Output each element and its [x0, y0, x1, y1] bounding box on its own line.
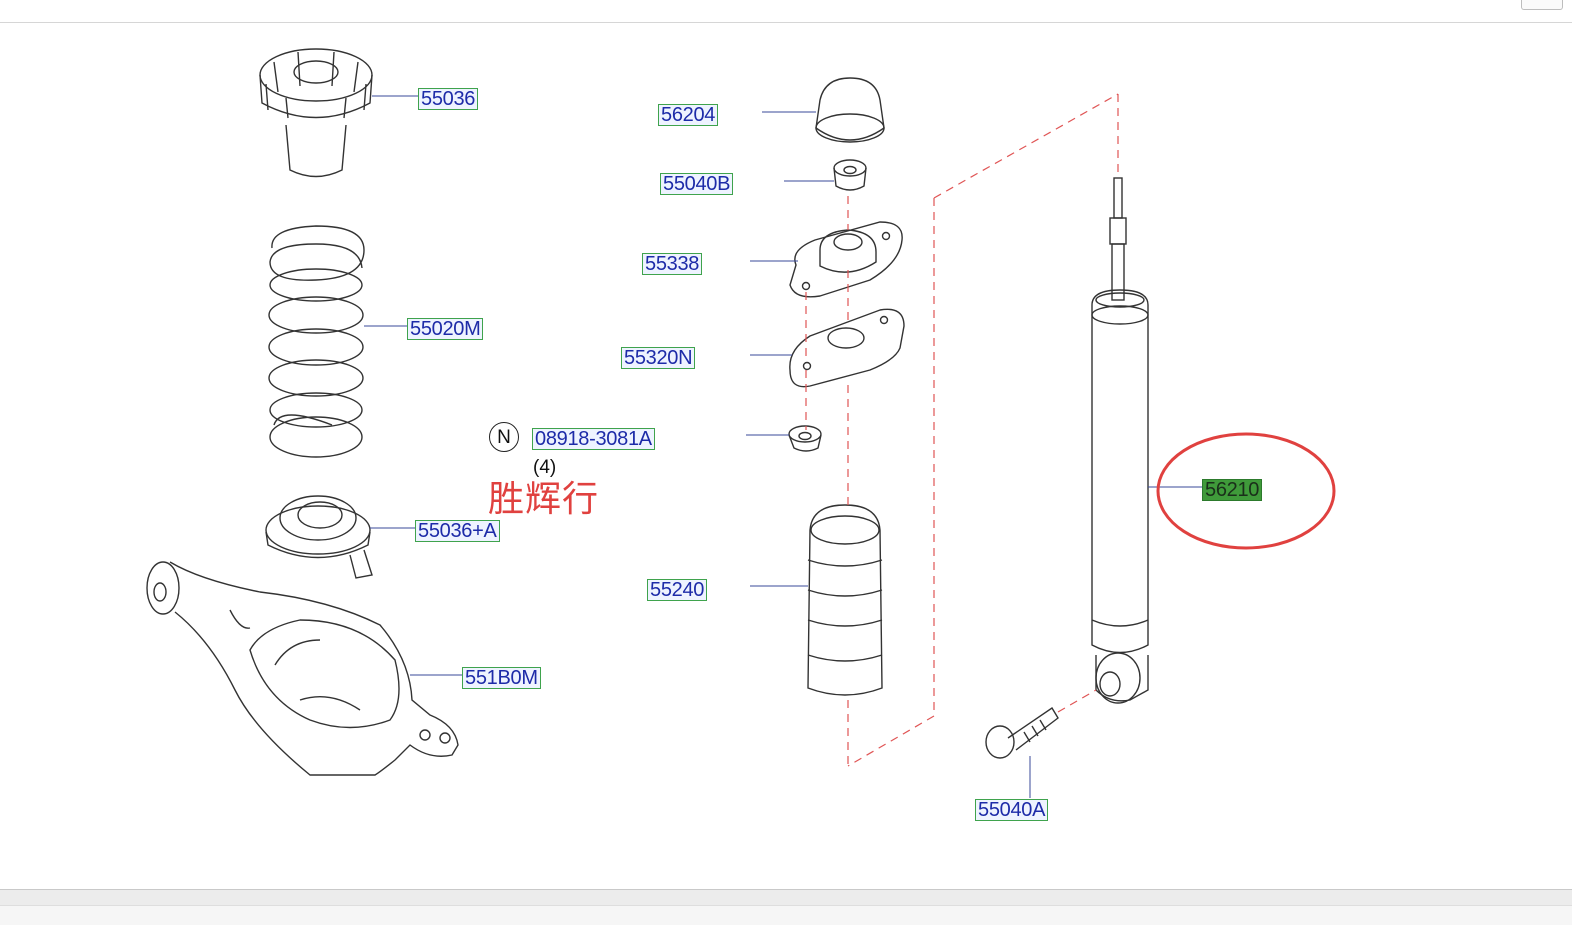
quantity-note: (4)	[533, 457, 557, 478]
insulator-plate-part	[789, 308, 905, 388]
coil-spring-part	[268, 225, 365, 458]
callout-55240[interactable]: 55240	[647, 579, 708, 601]
callout-551B0M[interactable]: 551B0M	[462, 667, 541, 689]
top-toolbar	[0, 0, 1572, 23]
callout-55338[interactable]: 55338	[642, 253, 703, 275]
callout-56204[interactable]: 56204	[658, 104, 719, 126]
leader-lines	[364, 95, 1202, 798]
highlight-circle-annotation	[1156, 432, 1336, 550]
flange-nut-part	[788, 425, 822, 452]
upper-nut-part	[833, 159, 867, 191]
upper-mount-part	[789, 221, 903, 298]
dashed-guides	[805, 93, 1119, 767]
lower-arm-part	[146, 561, 459, 776]
callout-55040A[interactable]: 55040A	[975, 799, 1049, 821]
watermark-text: 胜辉行	[488, 479, 600, 520]
bottom-scrollbar-track[interactable]	[0, 905, 1572, 925]
dust-cap-part	[815, 77, 885, 143]
lower-spring-seat-part	[265, 495, 373, 579]
callout-55320N[interactable]: 55320N	[621, 347, 696, 369]
callout-55020M[interactable]: 55020M	[407, 318, 484, 340]
window-control-button[interactable]	[1521, 0, 1563, 10]
lower-bolt-part	[985, 707, 1059, 759]
callout-08918-3081A[interactable]: 08918-3081A	[532, 428, 655, 450]
n-marker-symbol: N	[489, 422, 519, 452]
callout-55036[interactable]: 55036	[418, 88, 479, 110]
bump-rubber-part	[807, 504, 883, 696]
shock-absorber-part	[1091, 177, 1149, 704]
callout-56210-highlighted[interactable]: 56210	[1202, 479, 1263, 501]
bump-stop-top-part	[259, 48, 373, 178]
callout-55040B[interactable]: 55040B	[660, 173, 734, 195]
callout-55036-a[interactable]: 55036+A	[415, 520, 500, 542]
